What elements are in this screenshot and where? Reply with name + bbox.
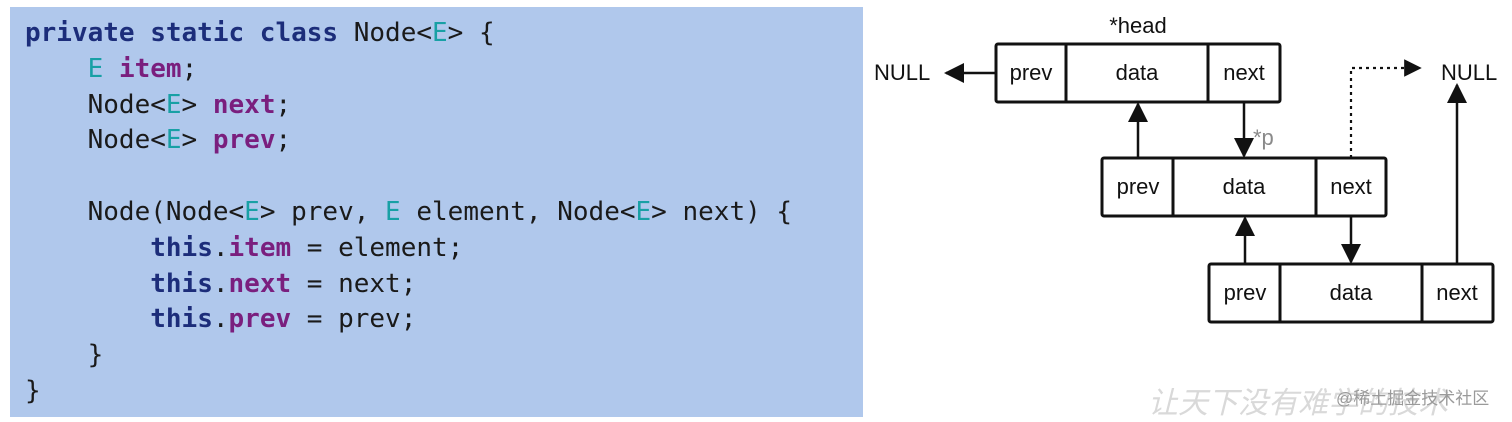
- p-pointer-label: *p: [1253, 125, 1274, 150]
- code-token: next: [228, 268, 292, 299]
- watermark-site: @稀土掘金技术社区: [1336, 389, 1489, 408]
- code-token: this: [150, 232, 213, 263]
- code-token: Node<: [353, 18, 433, 48]
- code-token: = next;: [291, 268, 417, 299]
- code-line: this.next = next;: [25, 267, 792, 303]
- code-token: next: [212, 89, 276, 120]
- node-3: prev data next: [1207, 262, 1495, 324]
- code-token: item: [118, 53, 182, 84]
- code-token: element, Node<: [400, 196, 636, 227]
- code-token: }: [25, 375, 41, 406]
- node-2-next-label: next: [1330, 174, 1372, 199]
- code-token: }: [25, 340, 104, 371]
- code-token: this: [150, 304, 213, 335]
- code-line: E item;: [25, 52, 792, 88]
- code-token: .: [212, 232, 229, 263]
- node-2: prev data next: [1100, 156, 1388, 218]
- code-token: = element;: [291, 232, 464, 263]
- code-token: E: [165, 89, 182, 120]
- code-token: E: [432, 18, 448, 48]
- code-line: }: [25, 374, 792, 410]
- node-1-prev-label: prev: [1010, 60, 1053, 85]
- code-block: private static class Node<E> { E item; N…: [25, 16, 792, 410]
- code-line: private static class Node<E> {: [25, 16, 792, 52]
- code-token: ;: [275, 125, 292, 156]
- code-token: ;: [181, 53, 198, 84]
- code-token: prev: [228, 304, 292, 335]
- code-token: = prev;: [291, 304, 417, 335]
- code-token: .: [212, 268, 229, 299]
- code-line: Node<E> prev;: [25, 123, 792, 159]
- code-token: >: [181, 89, 213, 120]
- code-token: >: [181, 125, 213, 156]
- node-2-next-dotted-arrow: [1349, 59, 1422, 158]
- code-token: E: [385, 196, 401, 227]
- code-token: E: [165, 125, 182, 156]
- code-token: item: [228, 232, 292, 263]
- watermark-slogan: 让天下没有难学的技术: [1148, 387, 1451, 420]
- node-1-next-label: next: [1223, 60, 1265, 85]
- code-line: Node<E> next;: [25, 88, 792, 124]
- node-3-prev-label: prev: [1224, 280, 1267, 305]
- node-1: prev data next: [994, 42, 1282, 104]
- code-token: > next) {: [651, 196, 793, 227]
- node-2-data-label: data: [1223, 174, 1267, 199]
- code-token: private static class: [25, 18, 354, 48]
- code-panel: private static class Node<E> { E item; N…: [10, 7, 863, 417]
- node-3-data-label: data: [1330, 280, 1374, 305]
- code-token: Node<: [25, 89, 166, 120]
- code-token: .: [212, 304, 229, 335]
- code-token: Node<: [25, 125, 166, 156]
- code-line: this.item = element;: [25, 231, 792, 267]
- node-2-prev-label: prev: [1117, 174, 1160, 199]
- code-token: > prev,: [259, 196, 386, 227]
- node-3-next-label: next: [1436, 280, 1478, 305]
- code-token: this: [150, 268, 213, 299]
- code-token: > {: [447, 18, 495, 48]
- code-token: E: [635, 196, 652, 227]
- node-1-data-label: data: [1116, 60, 1160, 85]
- null-right-label: NULL: [1441, 60, 1497, 85]
- code-token: Node(Node<: [25, 196, 245, 227]
- code-token: E: [87, 53, 104, 84]
- code-token: ;: [275, 89, 292, 120]
- code-line: this.prev = prev;: [25, 302, 792, 338]
- code-token: prev: [212, 125, 276, 156]
- code-line: Node(Node<E> prev, E element, Node<E> ne…: [25, 195, 792, 231]
- code-token: E: [244, 196, 260, 227]
- code-line: }: [25, 338, 792, 374]
- null-left-label: NULL: [874, 60, 930, 85]
- head-pointer-label: *head: [1109, 13, 1167, 38]
